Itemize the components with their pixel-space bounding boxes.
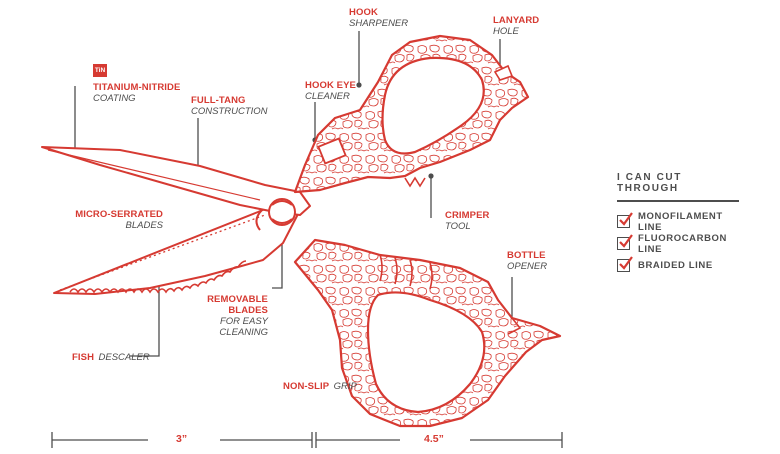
check-item: FLUOROCARBON LINE xyxy=(617,233,739,255)
grip-ridges xyxy=(379,254,433,290)
lanyard-hole xyxy=(493,64,514,81)
label-fish-descaler: FISH DESCALER xyxy=(72,352,150,363)
bottle-opener-notch xyxy=(507,317,522,335)
checkmark-icon xyxy=(617,234,633,250)
serrated-edge xyxy=(69,260,247,294)
pivot xyxy=(255,198,296,231)
crimper-teeth xyxy=(404,176,426,188)
check-item: MONOFILAMENT LINE xyxy=(617,211,739,233)
label-full-tang: FULL-TANG CONSTRUCTION xyxy=(191,95,268,117)
serration-line xyxy=(59,214,266,291)
label-bottle-opener: BOTTLE OPENER xyxy=(507,250,548,272)
upper-blade xyxy=(41,146,311,216)
label-non-slip-grip: NON-SLIP GRIP xyxy=(283,381,357,392)
tin-badge: TiN xyxy=(93,64,107,77)
label-removable-blades: REMOVABLE BLADES FOR EASY CLEANING xyxy=(207,294,268,338)
dimension-lines xyxy=(51,432,563,448)
panel-title: I CAN CUT THROUGH xyxy=(617,172,682,194)
label-crimper-tool: CRIMPER TOOL xyxy=(445,210,490,232)
dimension-handle-length: 4.5” xyxy=(424,433,444,445)
leader-line xyxy=(272,236,283,289)
check-item: BRAIDED LINE xyxy=(617,255,739,277)
hook-sharpener-slot xyxy=(317,137,347,165)
checkmark-icon xyxy=(617,256,633,272)
checkmark-icon xyxy=(617,212,633,228)
dimension-blade-length: 3” xyxy=(176,433,188,445)
lower-handle-loop xyxy=(366,291,486,414)
cut-through-panel: I CAN CUT THROUGH MONOFILAMENT LINE FLUO… xyxy=(617,172,739,277)
label-hook-sharpener: HOOK SHARPENER xyxy=(349,7,409,29)
leader-line xyxy=(130,283,160,357)
upper-handle-loop xyxy=(381,56,485,155)
label-lanyard-hole: LANYARD HOLE xyxy=(493,15,540,37)
panel-divider xyxy=(617,200,739,202)
label-hook-eye-cleaner: HOOK EYE CLEANER xyxy=(305,80,356,102)
label-titanium-nitride: TITANIUM-NITRIDE COATING xyxy=(93,82,181,104)
label-micro-serrated: MICRO-SERRATED BLADES xyxy=(75,209,163,231)
